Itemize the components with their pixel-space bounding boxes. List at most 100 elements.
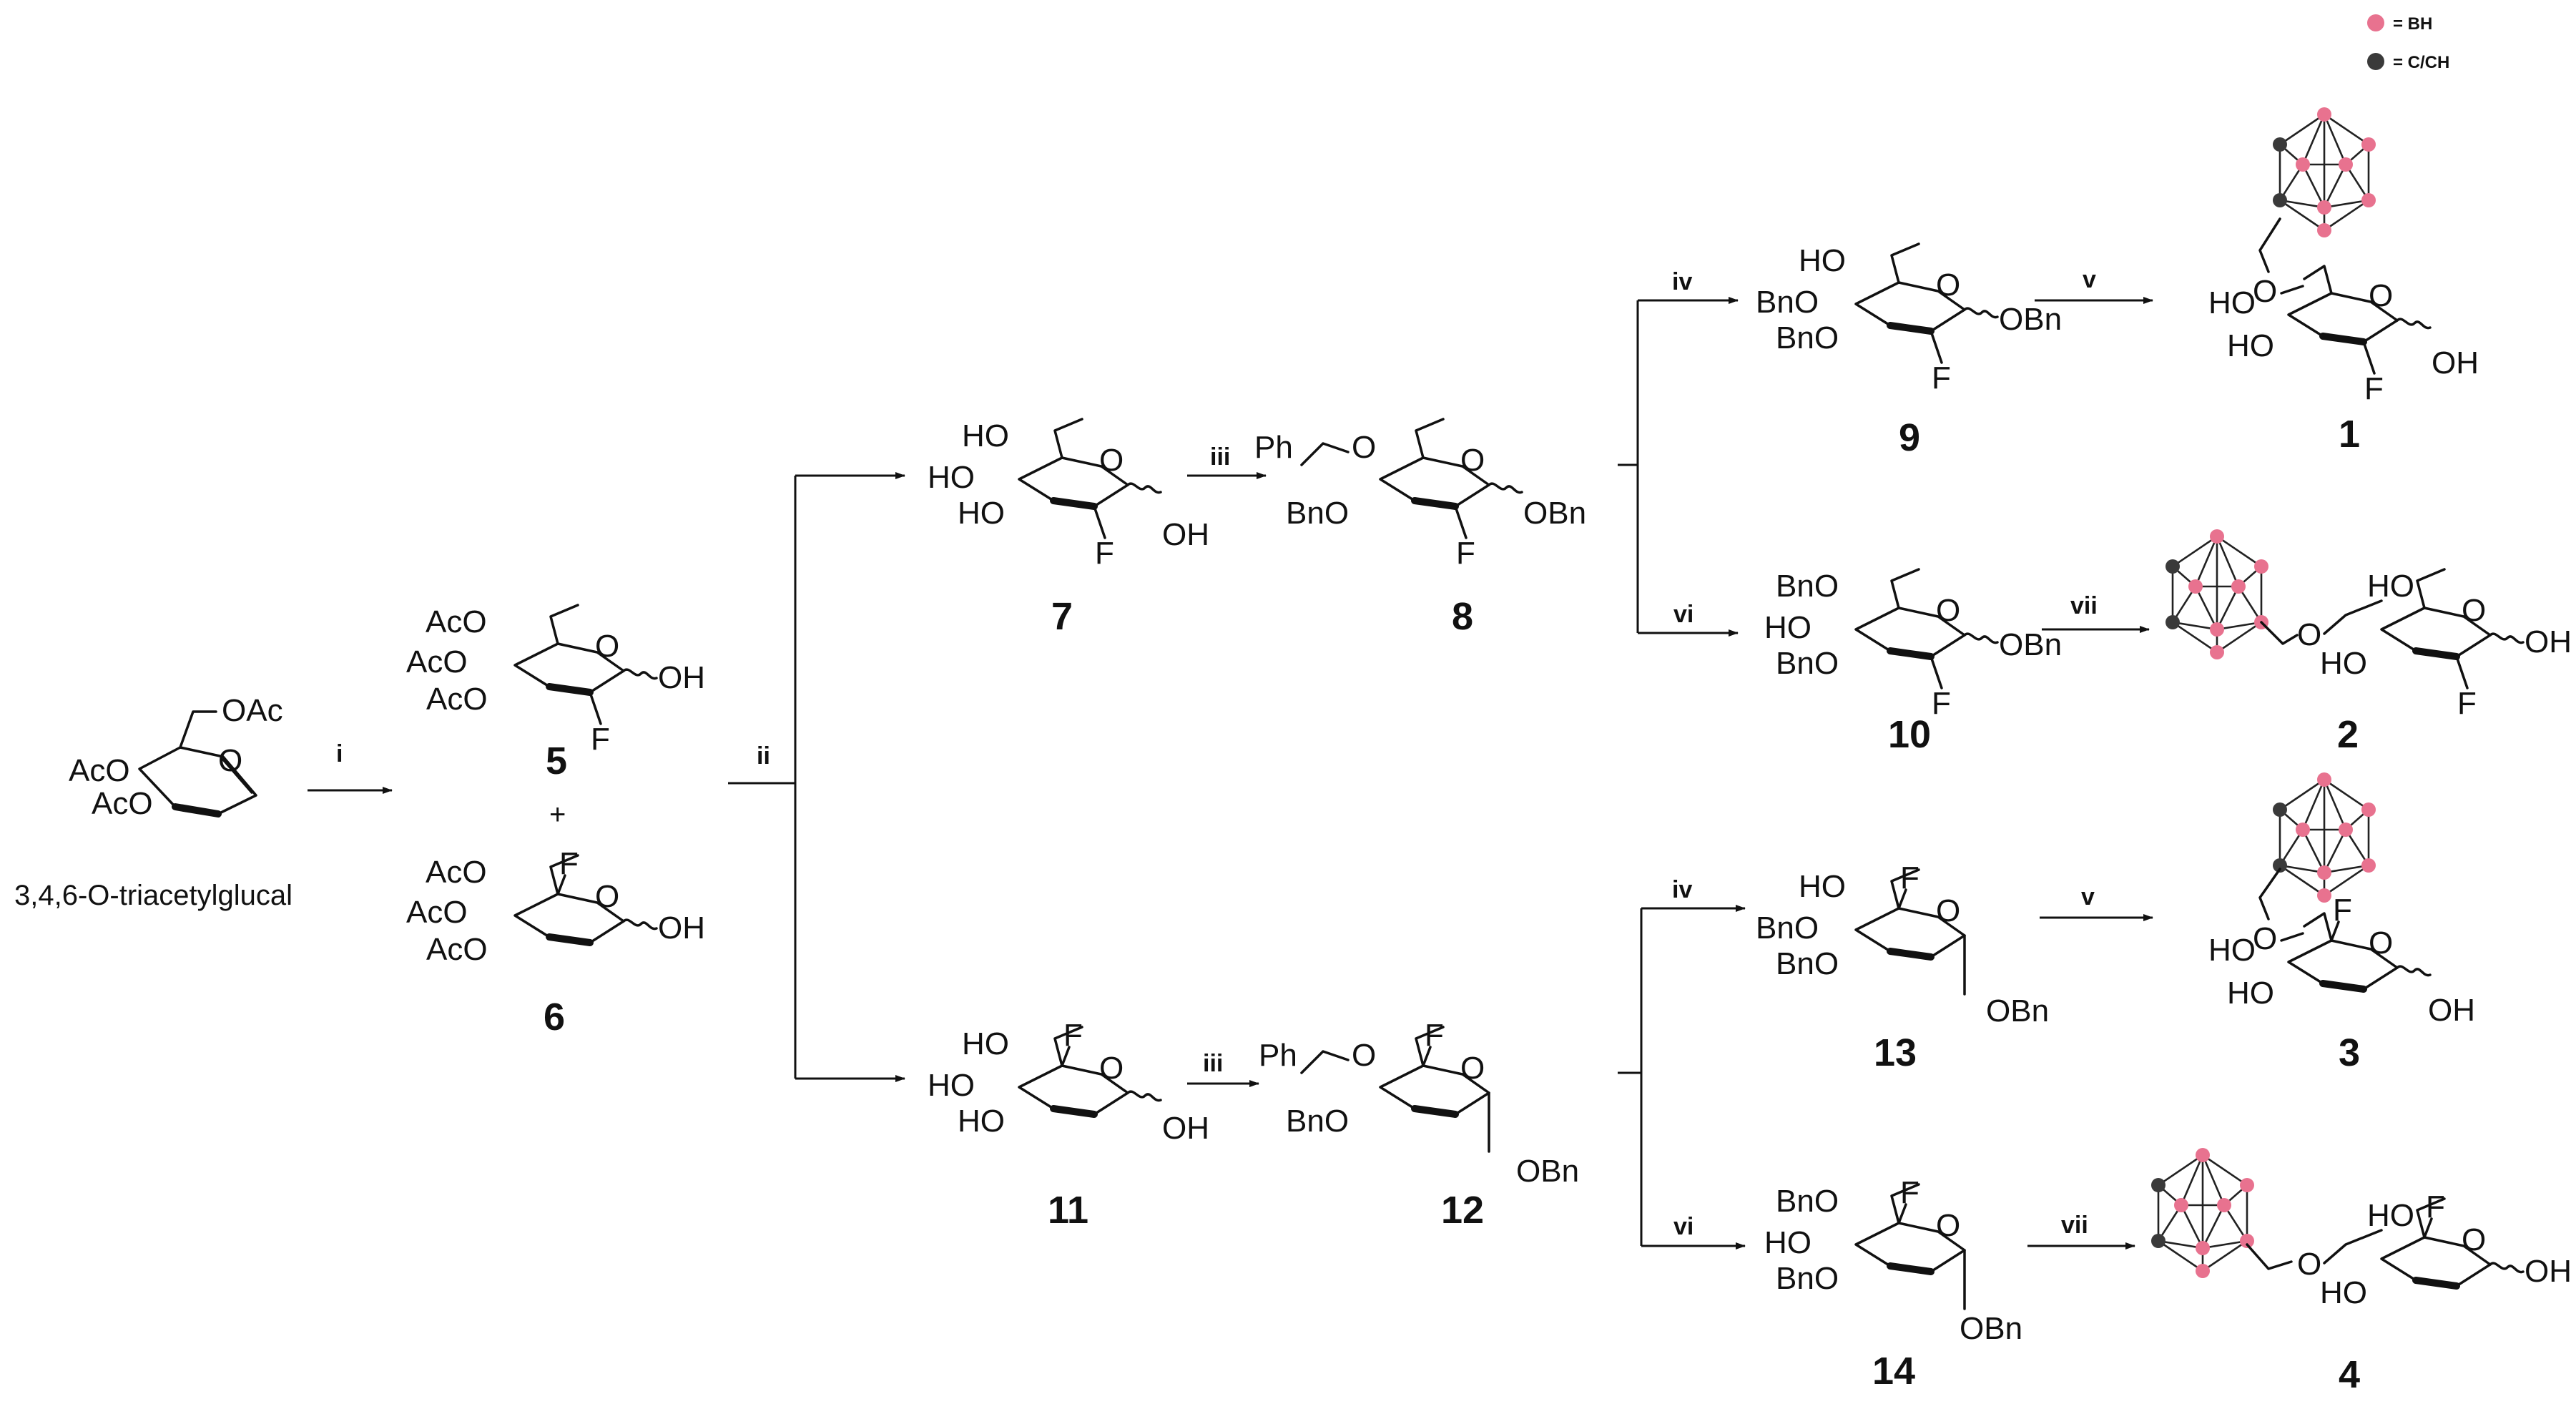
- c5-oh: OH: [658, 660, 705, 695]
- reagent-vi-lower: vi: [1673, 1213, 1693, 1240]
- c13-ring-o: O: [1936, 893, 1960, 928]
- reagent-vi-upper: vi: [1673, 601, 1693, 628]
- c1-ho-4: HO: [2208, 285, 2256, 320]
- c8-phenyl: Ph: [1254, 430, 1293, 465]
- c4-fluorine: F: [2426, 1189, 2445, 1224]
- compound-2-number: 2: [2337, 713, 2359, 756]
- compound-3-number: 3: [2339, 1031, 2360, 1074]
- compound-12-number: 12: [1441, 1189, 1484, 1232]
- glucal-oac-6: OAc: [222, 693, 283, 728]
- c1-oh: OH: [2432, 345, 2479, 381]
- c11-ho-6: HO: [962, 1026, 1009, 1061]
- c6-fluorine: F: [559, 846, 579, 881]
- reagent-iii-upper: iii: [1210, 443, 1230, 471]
- compound-4-carborane-icon: [2150, 1147, 2256, 1280]
- c10-obn: OBn: [1999, 627, 2062, 662]
- c14-bno-6: BnO: [1776, 1184, 1839, 1219]
- c10-bno-6: BnO: [1776, 569, 1839, 604]
- c5-ring-o: O: [595, 629, 619, 664]
- c2-ho-3: HO: [2320, 646, 2367, 681]
- c12-bno-3: BnO: [1286, 1104, 1349, 1139]
- c3-oh: OH: [2428, 993, 2475, 1028]
- c4-ring-o: O: [2462, 1222, 2486, 1257]
- compound-12-structure: O O Ph BnO F OBn: [1259, 1018, 1579, 1189]
- compound-11-structure: O HO HO HO F OH: [928, 1018, 1209, 1146]
- reagent-iii-lower: iii: [1203, 1050, 1223, 1077]
- cch-legend-label: = C/CH: [2393, 53, 2449, 72]
- compound-1-carborane-icon: [2271, 106, 2377, 239]
- c4-o-linker: O: [2297, 1247, 2321, 1282]
- c7-oh: OH: [1162, 517, 1209, 552]
- compound-10-number: 10: [1888, 713, 1931, 756]
- c6-ring-o: O: [595, 879, 619, 914]
- compound-11-number: 11: [1048, 1189, 1088, 1232]
- c12-obn: OBn: [1516, 1154, 1579, 1189]
- reagent-i: i: [336, 740, 343, 767]
- reagent-iv-upper: iv: [1672, 268, 1692, 295]
- c9-ring-o: O: [1936, 267, 1960, 303]
- c1-o-linker: O: [2253, 274, 2277, 309]
- c5-aco-4: AcO: [406, 644, 468, 679]
- c11-ring-o: O: [1099, 1051, 1124, 1086]
- compound-1-number: 1: [2339, 413, 2360, 456]
- compound-7-structure: O HO HO HO F OH: [928, 418, 1209, 571]
- c11-fluorine: F: [1063, 1018, 1083, 1053]
- compound-8-structure: O O Ph BnO F OBn: [1254, 419, 1586, 571]
- c4-ho-3: HO: [2320, 1275, 2367, 1310]
- c12-acetal-o: O: [1352, 1038, 1376, 1073]
- c6-aco-3: AcO: [426, 932, 488, 967]
- compound-4-structure: O O HO HO F OH: [2246, 1189, 2572, 1310]
- c9-bno-4: BnO: [1756, 285, 1819, 320]
- c10-ho-4: HO: [1764, 610, 1811, 645]
- compound-6-number: 6: [544, 996, 565, 1039]
- c11-ho-3: HO: [958, 1104, 1005, 1139]
- compound-6-structure: O AcO AcO AcO F OH: [406, 846, 705, 967]
- compound-10-structure: O BnO HO BnO F OBn: [1764, 569, 2062, 721]
- c14-fluorine: F: [1900, 1175, 1919, 1210]
- c7-ho-6: HO: [962, 418, 1009, 453]
- compound-14-number: 14: [1872, 1350, 1915, 1393]
- c9-fluorine: F: [1932, 360, 1951, 396]
- reagent-vii-upper: vii: [2070, 592, 2098, 619]
- c14-obn: OBn: [1960, 1311, 2022, 1346]
- c5-aco-3: AcO: [426, 682, 488, 717]
- c12-fluorine: F: [1425, 1018, 1444, 1053]
- compound-3-carborane-icon: [2271, 771, 2377, 904]
- c4-oh: OH: [2525, 1254, 2572, 1289]
- plus-sign: +: [549, 799, 566, 830]
- reagent-iv-lower: iv: [1672, 876, 1692, 903]
- compound-13-structure: O HO BnO BnO F OBn: [1756, 860, 2049, 1028]
- compound-2-carborane-icon: [2164, 528, 2270, 661]
- c14-ho-4: HO: [1764, 1225, 1811, 1260]
- start-material-name: 3,4,6-O-triacetylglucal: [14, 880, 292, 911]
- c13-bno-3: BnO: [1776, 946, 1839, 981]
- c13-ho-6: HO: [1799, 869, 1846, 904]
- compound-9-number: 9: [1899, 416, 1920, 459]
- c11-oh: OH: [1162, 1111, 1209, 1146]
- c1-ring-o: O: [2369, 278, 2393, 313]
- c8-ring-o: O: [1460, 443, 1485, 478]
- c2-oh: OH: [2525, 624, 2572, 659]
- compound-5-structure: O AcO AcO AcO F OH: [406, 604, 705, 757]
- c12-ring-o: O: [1460, 1051, 1485, 1086]
- c7-ho-4: HO: [928, 460, 975, 495]
- c1-ho-3: HO: [2227, 328, 2274, 363]
- c7-fluorine: F: [1095, 536, 1114, 571]
- c10-ring-o: O: [1936, 593, 1960, 628]
- c6-aco-4: AcO: [406, 895, 468, 930]
- compound-14-structure: O BnO HO BnO F OBn: [1764, 1175, 2022, 1346]
- glucal-aco-3: AcO: [92, 786, 153, 821]
- glucal-ring-o: O: [218, 743, 242, 778]
- compound-2-structure: O O HO HO F OH: [2260, 568, 2572, 721]
- c1-fluorine: F: [2364, 371, 2384, 406]
- glucal-aco-4: AcO: [69, 753, 130, 788]
- c3-fluorine: F: [2333, 893, 2352, 928]
- reagent-ii: ii: [757, 742, 770, 770]
- c10-bno-3: BnO: [1776, 646, 1839, 681]
- compound-7-number: 7: [1051, 595, 1073, 638]
- c9-bno-3: BnO: [1776, 320, 1839, 355]
- c2-ring-o: O: [2462, 593, 2486, 628]
- c7-ho-3: HO: [958, 496, 1005, 531]
- c3-ho-3: HO: [2227, 976, 2274, 1011]
